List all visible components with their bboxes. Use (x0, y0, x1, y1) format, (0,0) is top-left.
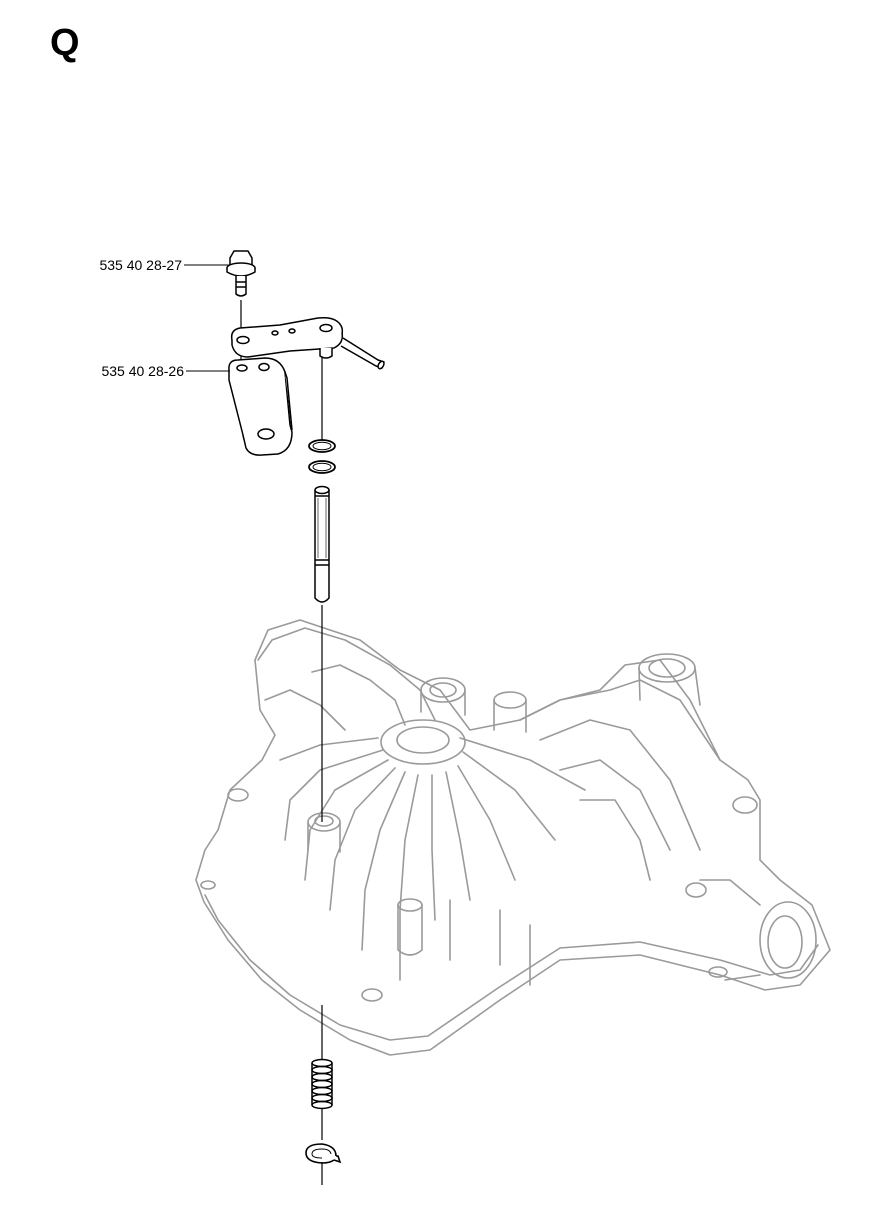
flange-bolt (226, 250, 256, 297)
section-letter: Q (50, 22, 80, 64)
transmission-housing (195, 619, 831, 1056)
control-shaft (314, 485, 330, 603)
assembly-axis-lines (240, 300, 323, 1185)
mounting-plate (228, 357, 293, 456)
callout-label-bolt: 535 40 28-27 (99, 257, 182, 273)
control-lever-arm (230, 316, 385, 370)
callout-label-plate: 535 40 28-26 (101, 363, 184, 379)
o-rings (308, 439, 336, 474)
compression-spring (311, 1058, 333, 1110)
retaining-ring (305, 1143, 342, 1164)
callout-leaders (184, 264, 230, 372)
